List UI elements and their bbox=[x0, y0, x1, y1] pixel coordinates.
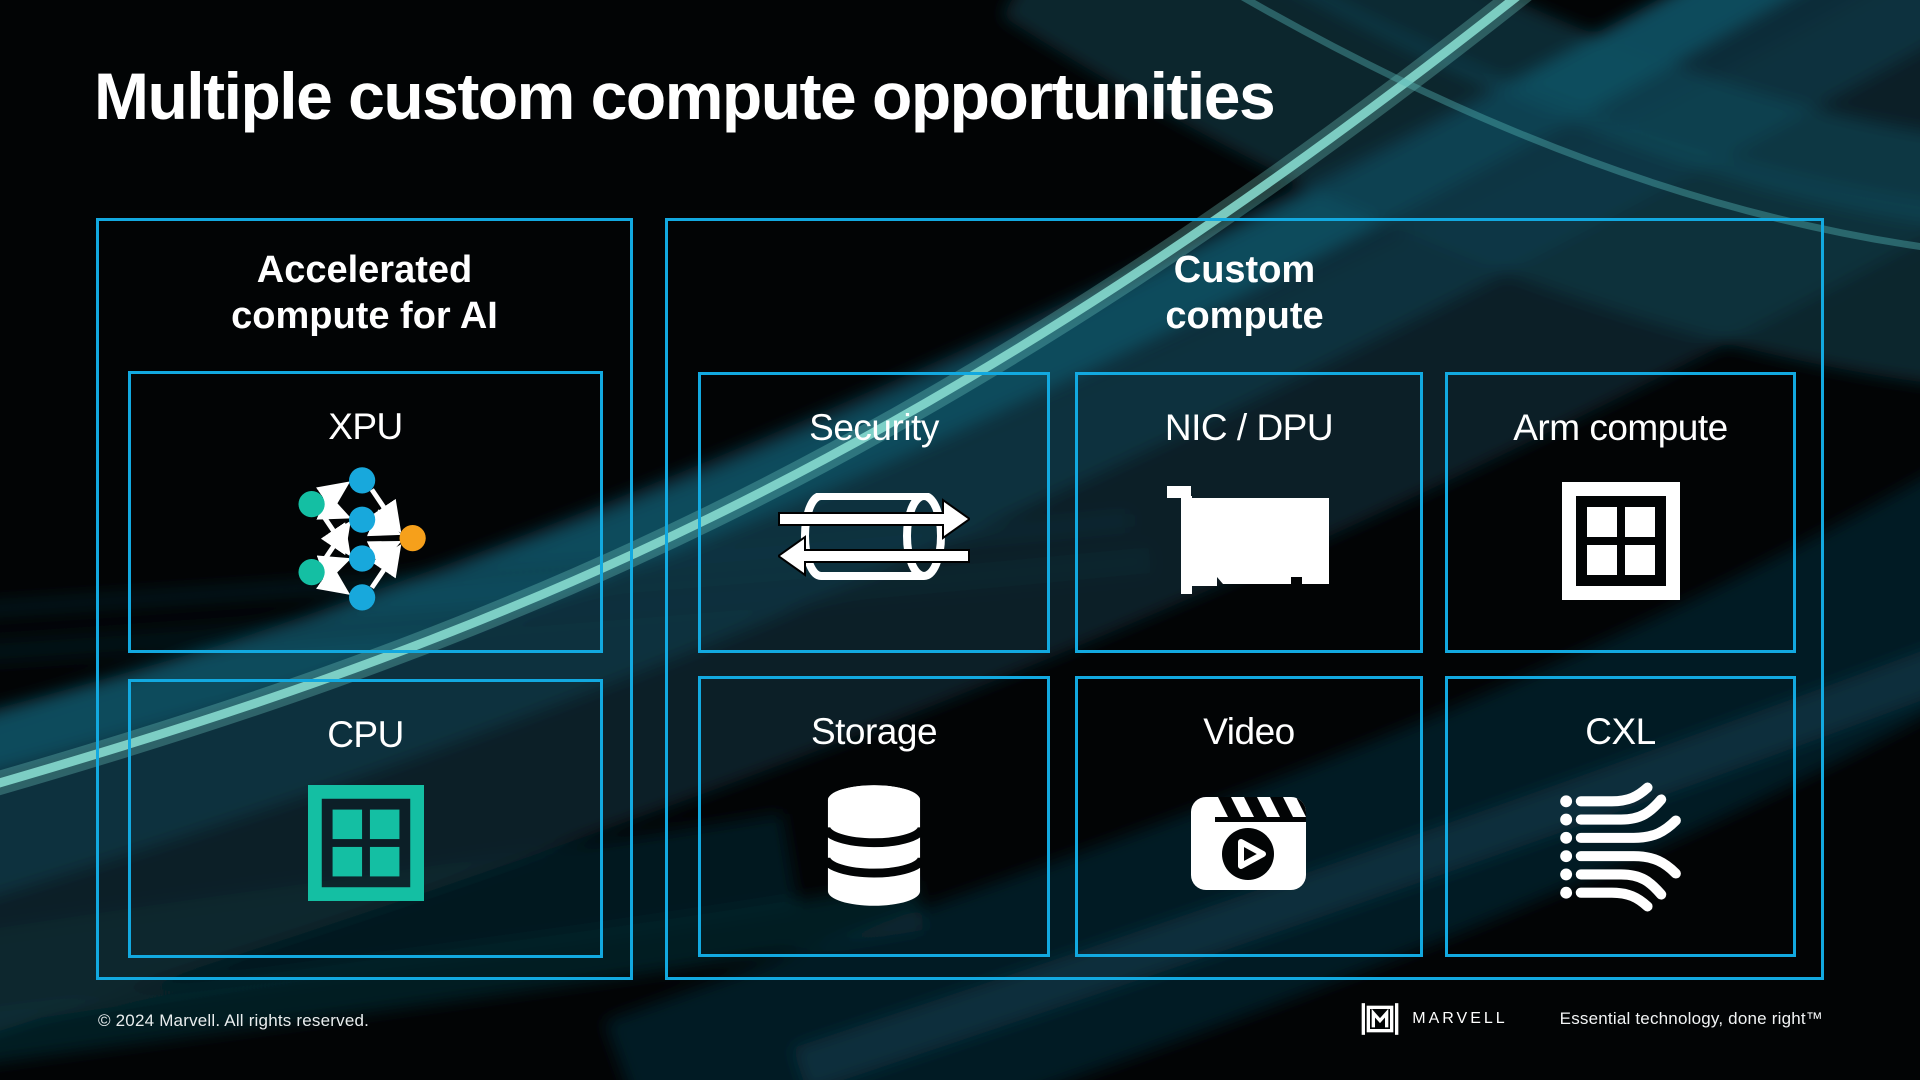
cell-video: Video bbox=[1075, 676, 1423, 957]
panel-heading-accelerated: Accelerated compute for AI bbox=[99, 247, 630, 339]
cell-xpu: XPU bbox=[128, 371, 603, 653]
heading-line: Custom bbox=[1173, 249, 1316, 291]
marvell-mark-icon bbox=[1361, 1003, 1399, 1035]
cell-label-nic-dpu: NIC / DPU bbox=[1164, 407, 1334, 448]
cell-storage: Storage bbox=[698, 676, 1050, 957]
cell-cxl: CXL bbox=[1445, 676, 1796, 957]
secure-tunnel-icon bbox=[778, 493, 970, 580]
footer-copyright: © 2024 Marvell. All rights reserved. bbox=[98, 1011, 370, 1030]
cell-label-video: Video bbox=[1203, 711, 1295, 752]
cell-label-security: Security bbox=[809, 407, 939, 448]
panel-heading-custom: Custom compute bbox=[668, 247, 1821, 339]
chip-icon bbox=[307, 785, 424, 901]
page-title: Multiple custom compute opportunities bbox=[94, 59, 1276, 133]
cell-label-storage: Storage bbox=[810, 711, 938, 752]
heading-line: Accelerated bbox=[256, 249, 473, 291]
cell-label-xpu: XPU bbox=[328, 406, 403, 447]
fabric-lanes-icon bbox=[1559, 782, 1681, 912]
cell-label-cpu: CPU bbox=[327, 714, 404, 755]
heading-line: compute bbox=[1165, 295, 1324, 337]
database-icon bbox=[825, 785, 923, 906]
marvell-logo: MARVELL bbox=[1360, 999, 1507, 1039]
cell-nic-dpu: NIC / DPU bbox=[1075, 372, 1423, 653]
cell-security: Security bbox=[698, 372, 1050, 653]
chip-icon bbox=[1561, 482, 1680, 600]
neural-network-icon bbox=[297, 466, 426, 611]
panel-accelerated-compute: Accelerated compute for AI XPU bbox=[96, 218, 633, 980]
cell-arm-compute: Arm compute bbox=[1445, 372, 1796, 653]
cell-label-cxl: CXL bbox=[1585, 711, 1656, 752]
heading-line: compute for AI bbox=[231, 295, 498, 337]
panel-custom-compute: Custom compute Security NIC / DP bbox=[665, 218, 1824, 980]
cell-cpu: CPU bbox=[128, 679, 603, 958]
cell-label-arm-compute: Arm compute bbox=[1513, 407, 1728, 448]
footer-brand-row: MARVELL Essential technology, done right… bbox=[1360, 996, 1823, 1042]
footer-tagline: Essential technology, done right™ bbox=[1559, 1009, 1823, 1028]
clapperboard-play-icon bbox=[1191, 797, 1306, 890]
marvell-wordmark: MARVELL bbox=[1412, 1010, 1508, 1027]
network-card-icon bbox=[1167, 486, 1329, 594]
